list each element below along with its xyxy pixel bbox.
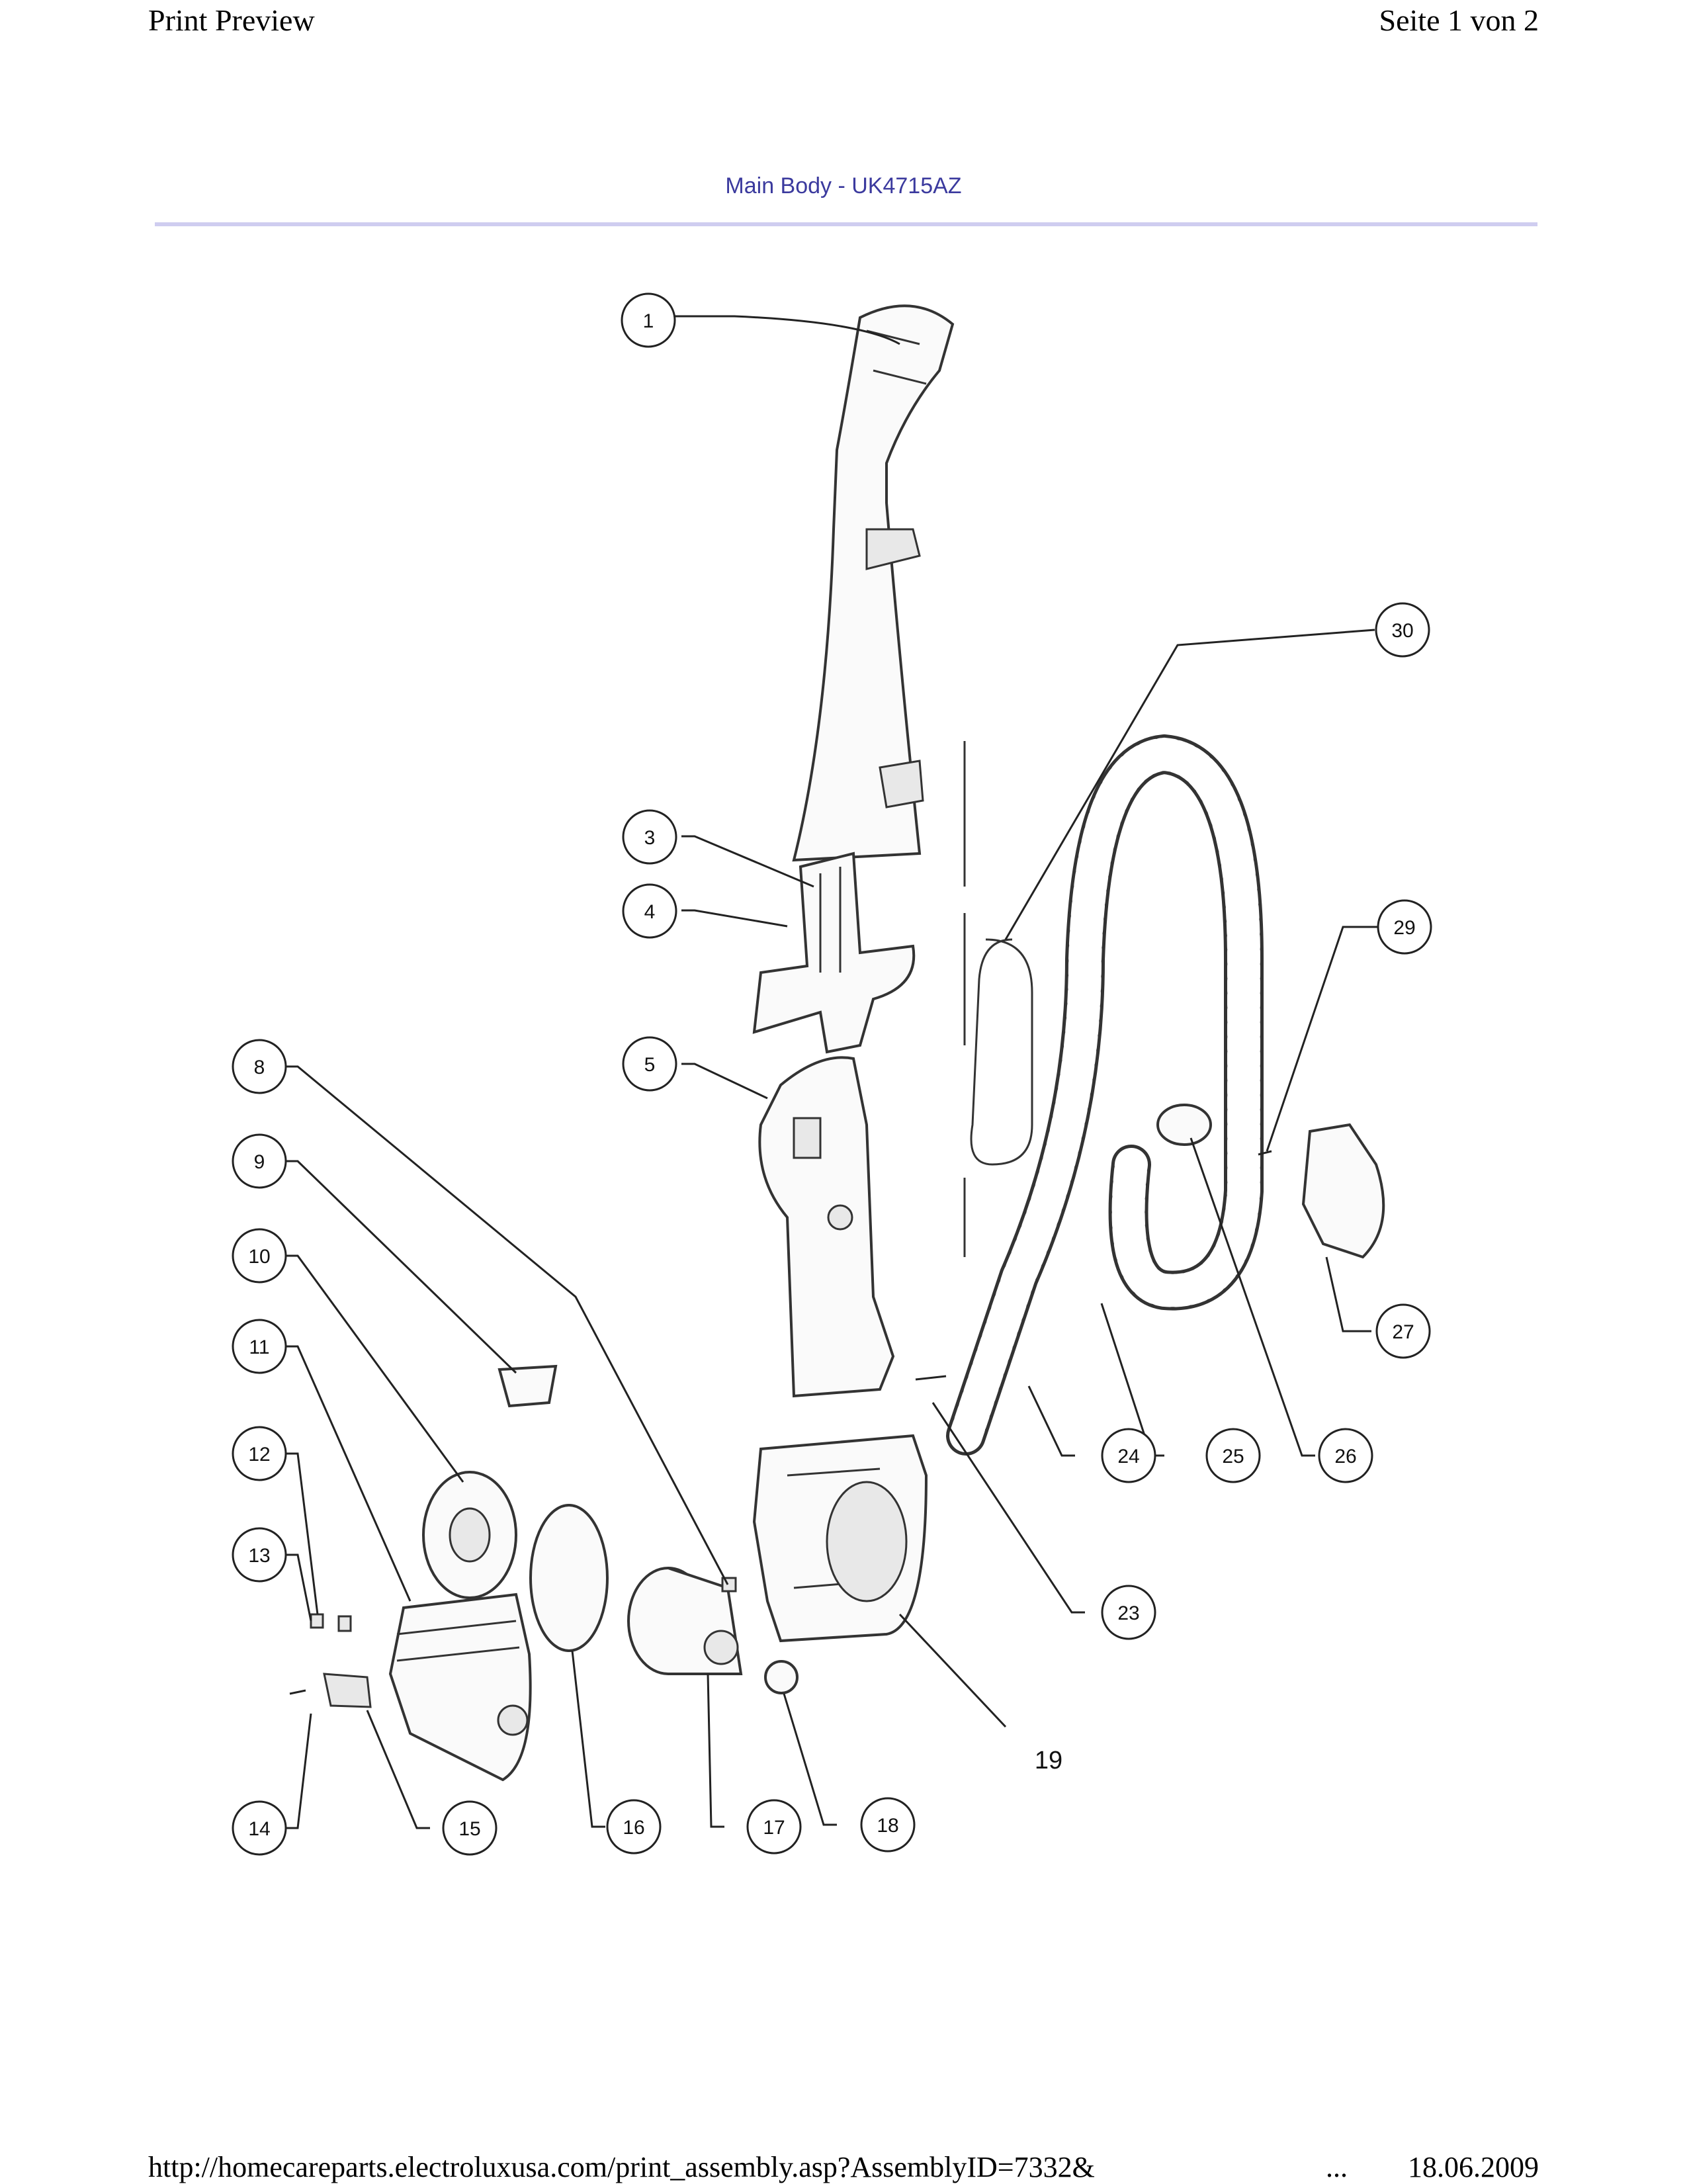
callout-27: 27 [1375,1303,1431,1359]
title-divider [155,222,1537,226]
callout-11: 11 [232,1319,287,1374]
svg-text:18: 18 [877,1815,898,1837]
part-cyclone-cover [422,1471,517,1599]
callout-19: 19 [1035,1747,1062,1774]
part-small-cup [497,1364,558,1408]
part-motor [627,1567,743,1675]
callout-29: 29 [1377,899,1432,955]
part-hose [946,734,1264,1456]
svg-text:9: 9 [254,1151,265,1173]
callout-1: 1 [621,292,676,348]
print-date: 18.06.2009 [1408,2151,1539,2183]
svg-text:17: 17 [763,1817,785,1839]
svg-text:11: 11 [249,1336,269,1358]
callout-24: 24 [1101,1428,1156,1483]
part-14-screw [289,1689,306,1695]
callout-23: 23 [1101,1585,1156,1640]
svg-text:3: 3 [644,827,656,849]
leader-lines [284,315,1379,1829]
page-title: Main Body - UK4715AZ [725,173,962,198]
part-ring-filter [529,1504,609,1652]
svg-text:30: 30 [1391,620,1413,642]
svg-text:10: 10 [248,1246,270,1268]
callout-15: 15 [442,1800,497,1856]
callout-5: 5 [622,1036,677,1092]
svg-text:24: 24 [1117,1446,1139,1467]
svg-text:4: 4 [644,901,656,923]
svg-text:29: 29 [1393,917,1415,939]
svg-text:1: 1 [643,310,654,332]
part-dust-container [388,1593,532,1782]
callout-4: 4 [622,883,677,939]
callout-14: 14 [232,1800,287,1856]
callout-13: 13 [232,1527,287,1583]
part-29-screw [1258,1150,1272,1156]
callout-10: 10 [232,1228,287,1284]
part-bracket [752,852,916,1054]
footer-ellipsis: ... [1326,2151,1348,2183]
callout-9: 9 [232,1133,287,1189]
svg-text:16: 16 [623,1817,644,1839]
callout-3: 3 [622,809,677,865]
callout-16: 16 [606,1799,662,1855]
svg-text:15: 15 [458,1818,480,1840]
svg-text:14: 14 [248,1818,270,1840]
svg-text:13: 13 [248,1545,270,1567]
part-pin [915,1375,947,1381]
svg-text:27: 27 [1392,1321,1414,1343]
svg-text:25: 25 [1222,1446,1244,1467]
part-13 [310,1613,324,1629]
callout-12: 12 [232,1426,287,1481]
part-15 [323,1673,372,1708]
page-counter: Seite 1 von 2 [1379,3,1539,37]
callout-30: 30 [1375,602,1430,658]
svg-text:8: 8 [254,1057,265,1078]
part-upper-handle [792,304,955,862]
print-preview-label: Print Preview [148,3,315,37]
part-middle-body [758,1056,895,1398]
svg-text:26: 26 [1334,1446,1356,1467]
svg-text:5: 5 [644,1054,656,1076]
part-motor-housing [752,1434,928,1643]
callout-17: 17 [746,1799,802,1855]
part-hose-cuff [1156,1104,1212,1146]
callout-18: 18 [860,1797,916,1853]
callout-8: 8 [232,1039,287,1094]
part-bearing-ring [764,1660,799,1694]
callout-25: 25 [1205,1428,1261,1483]
part-power-cord [963,741,1033,1257]
svg-text:12: 12 [248,1444,270,1465]
source-url[interactable]: http://homecareparts.electroluxusa.com/p… [148,2151,1095,2183]
part-12 [337,1615,352,1632]
part-hose-hook [1301,1123,1385,1259]
callout-26: 26 [1318,1428,1373,1483]
svg-text:23: 23 [1117,1602,1139,1624]
